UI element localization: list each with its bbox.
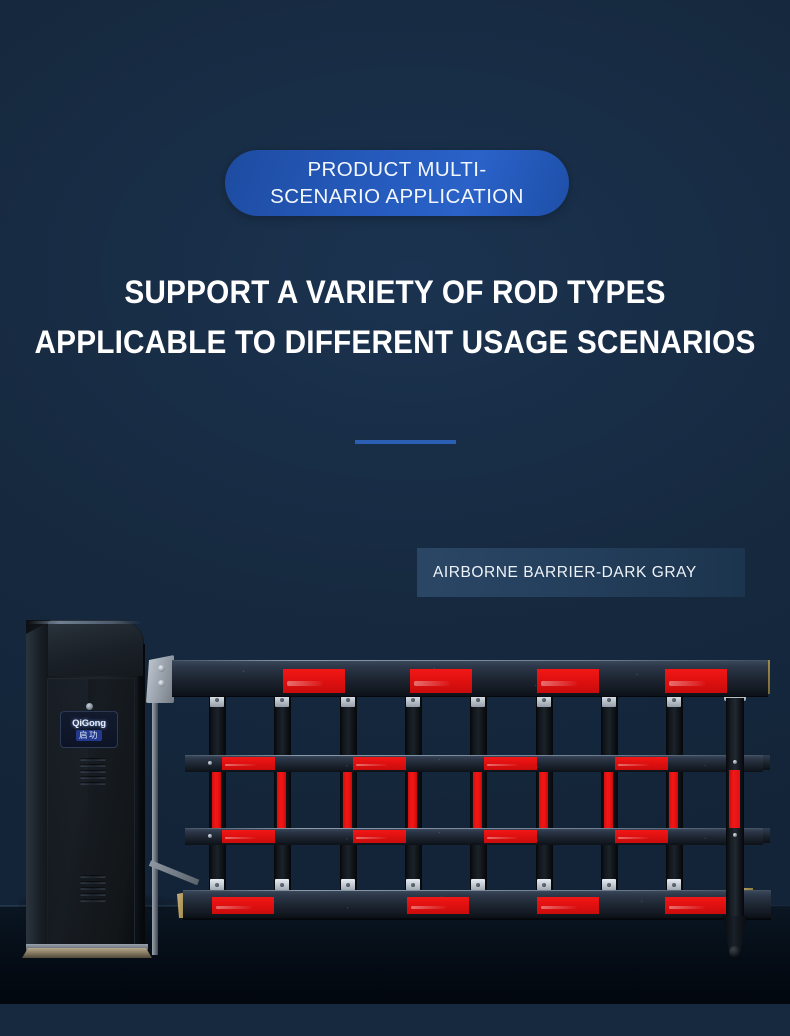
cabinet-vents-lower [80, 875, 106, 902]
cabinet-lock-icon [86, 703, 93, 710]
bottom-rail-reflector [665, 897, 727, 914]
mid-rail-upper-highlight [185, 755, 763, 756]
bottom-rail-reflector [537, 897, 599, 914]
rail-reflector [615, 830, 668, 843]
cabinet-vents-upper [80, 758, 106, 785]
post-reflector [343, 772, 352, 828]
page-title-line-1: SUPPORT A VARIETY OF ROD TYPES [124, 274, 666, 310]
end-post-bolt [733, 833, 737, 837]
post-cap-upper [537, 694, 551, 707]
post-cap-upper [602, 694, 616, 707]
page-title: SUPPORT A VARIETY OF ROD TYPES APPLICABL… [28, 268, 763, 368]
post-cap-lower [275, 879, 289, 892]
brand-logo: QiGong 启功 [60, 711, 118, 748]
brand-logo-chinese: 启功 [75, 730, 102, 741]
bottom-rail-highlight [183, 890, 771, 891]
rail-bolt [208, 834, 212, 838]
vent-slot [80, 887, 106, 890]
arm-end-post-cap [724, 693, 746, 701]
rail-reflector [222, 757, 275, 770]
post-reflector [669, 772, 678, 828]
bracket-bolt [158, 680, 165, 687]
footer-band [0, 1004, 790, 1036]
post-reflector [277, 772, 286, 828]
cabinet-left-face [26, 622, 48, 955]
rail-reflector [353, 830, 406, 843]
vent-slot [80, 782, 106, 785]
post-cap-lower [667, 879, 681, 892]
rail-reflector [484, 830, 537, 843]
post-cap-lower [602, 879, 616, 892]
vent-slot [80, 776, 106, 779]
cabinet-base-trim [22, 948, 152, 958]
post-cap-lower [406, 879, 420, 892]
accent-divider [355, 440, 456, 444]
post-reflector [539, 772, 548, 828]
vent-slot [80, 764, 106, 767]
cabinet-right-edge [138, 644, 145, 954]
arm-support-wheel-front [729, 946, 740, 957]
vent-slot [80, 881, 106, 884]
top-rail-reflector [537, 669, 599, 693]
top-rail-reflector [410, 669, 472, 693]
post-cap-lower [210, 879, 224, 892]
rail-reflector [353, 757, 406, 770]
post-cap-lower [341, 879, 355, 892]
end-post-bolt [733, 760, 737, 764]
brand-logo-latin: QiGong [72, 717, 106, 729]
cabinet-base-plate [26, 944, 148, 950]
bracket-stem [152, 700, 158, 955]
post-cap-upper [275, 694, 289, 707]
arm-mount-bracket [146, 655, 174, 703]
arm-end-post-reflector-front [729, 770, 740, 828]
post-reflector [604, 772, 613, 828]
top-rail-reflector [283, 669, 345, 693]
product-variant-caption: AIRBORNE BARRIER-DARK GRAY [417, 548, 745, 597]
rail-bolt [208, 761, 212, 765]
product-scenario-badge: PRODUCT MULTI- SCENARIO APPLICATION [225, 150, 569, 216]
vent-slot [80, 770, 106, 773]
post-cap-upper [471, 694, 485, 707]
post-reflector [408, 772, 417, 828]
page-title-line-2: APPLICABLE TO DIFFERENT USAGE SCENARIOS [34, 323, 756, 360]
vent-slot [80, 893, 106, 896]
post-reflector [473, 772, 482, 828]
top-rail-reflector [665, 669, 727, 693]
vent-slot [80, 899, 106, 902]
product-variant-caption-label: AIRBORNE BARRIER-DARK GRAY [433, 563, 697, 581]
post-cap-upper [210, 694, 224, 707]
bottom-rail-reflector [212, 897, 274, 914]
rail-reflector [484, 757, 537, 770]
post-cap-upper [341, 694, 355, 707]
post-cap-upper [667, 694, 681, 707]
post-reflector [212, 772, 221, 828]
rail-reflector [615, 757, 668, 770]
post-cap-lower [471, 879, 485, 892]
bottom-rail-reflector [407, 897, 469, 914]
rail-reflector [222, 830, 275, 843]
mid-rail-lower-highlight [185, 828, 763, 829]
top-rail-highlight [172, 660, 768, 661]
vent-slot [80, 758, 106, 761]
vent-slot [80, 875, 106, 878]
bracket-bolt [158, 665, 165, 672]
product-scenario-badge-label: PRODUCT MULTI- SCENARIO APPLICATION [270, 157, 524, 208]
post-cap-lower [537, 879, 551, 892]
post-cap-upper [406, 694, 420, 707]
cabinet-top-highlight [28, 621, 142, 624]
